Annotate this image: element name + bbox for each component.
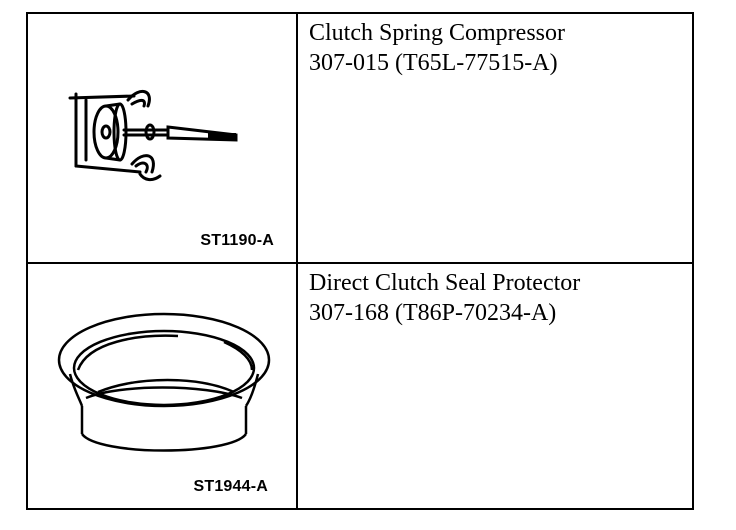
- tool-row: ST1944-A Direct Clutch Seal Protector 30…: [28, 264, 692, 508]
- tool-part-number: 307-015 (T65L-77515-A): [309, 50, 558, 76]
- tool-illustration-cell: ST1944-A: [28, 264, 298, 508]
- tool-description-cell: Clutch Spring Compressor 307-015 (T65L-7…: [300, 14, 692, 262]
- tool-description-cell: Direct Clutch Seal Protector 307-168 (T8…: [300, 264, 692, 508]
- tool-row: ST1190-A Clutch Spring Compressor 307-01…: [28, 14, 692, 264]
- tool-name: Direct Clutch Seal Protector: [309, 270, 581, 296]
- special-tools-table: ST1190-A Clutch Spring Compressor 307-01…: [26, 12, 694, 510]
- tool-name: Clutch Spring Compressor: [309, 20, 565, 46]
- figure-code: ST1944-A: [193, 478, 268, 495]
- seal-protector-ring-icon: [57, 312, 271, 452]
- tool-illustration-cell: ST1190-A: [28, 14, 298, 262]
- figure-code: ST1190-A: [200, 232, 274, 249]
- tool-part-number: 307-168 (T86P-70234-A): [309, 300, 557, 326]
- clutch-spring-compressor-icon: [68, 90, 238, 182]
